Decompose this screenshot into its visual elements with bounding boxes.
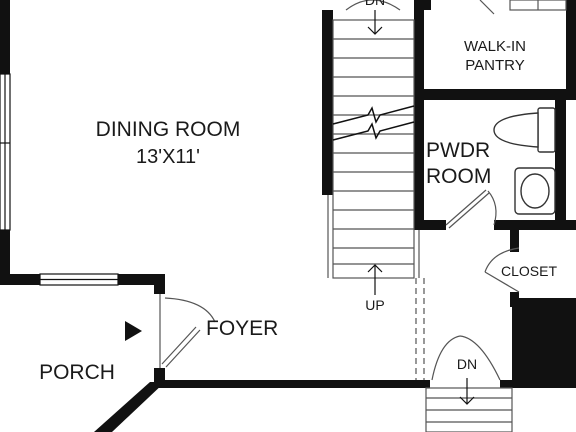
lower-staircase [425, 378, 513, 432]
wall-dining-bottom-left [0, 274, 40, 285]
pantry-label-line1: WALK-IN [464, 38, 526, 55]
dining-room-label: DINING ROOM [96, 118, 241, 141]
foyer-label: FOYER [206, 317, 278, 340]
powder-room-label-line2: ROOM [426, 165, 491, 188]
toilet [493, 107, 556, 153]
entry-arrow-icon [125, 321, 142, 341]
wall-pantry-right [566, 0, 576, 95]
wall-right-block [512, 304, 576, 388]
wall-foyer-left-lower [154, 368, 165, 388]
sink [514, 167, 556, 215]
wall-hall-bottom-right [500, 380, 576, 388]
wall-powder-bottom-left [414, 220, 446, 230]
porch-label: PORCH [39, 361, 115, 384]
dining-room-size: 13'X11' [136, 146, 200, 168]
wall-dining-bottom-right [118, 274, 165, 285]
dashed-line [415, 278, 425, 380]
wall-porch-diagonal [94, 382, 165, 432]
wall-pantry-bottom [414, 89, 576, 100]
pantry-label-line2: PANTRY [465, 57, 524, 74]
wall-closet-bottom [510, 298, 576, 307]
wall-hall-bottom-left [154, 380, 430, 388]
stairs-up-label: UP [365, 297, 384, 313]
window-bottom [39, 273, 119, 286]
closet-label: CLOSET [501, 263, 557, 279]
wall-pantry-top [414, 0, 431, 10]
wall-powder-bottom-right [494, 220, 576, 230]
doors [159, 189, 520, 381]
stairs-down-label-bottom: DN [457, 356, 477, 372]
wall-left-upper [0, 0, 10, 74]
wall-stair-right [414, 10, 424, 225]
wall-powder-right [555, 95, 566, 230]
wall-left-lower [0, 230, 10, 285]
wall-stair-left [322, 10, 333, 195]
stairs-down-label-top: DN [365, 0, 385, 8]
wall-closet-left [510, 230, 519, 252]
main-staircase [327, 10, 420, 295]
window-left [0, 73, 11, 231]
top-arcs [345, 0, 567, 15]
wall-foyer-left [154, 274, 165, 294]
powder-room-label-line1: PWDR [426, 139, 490, 162]
